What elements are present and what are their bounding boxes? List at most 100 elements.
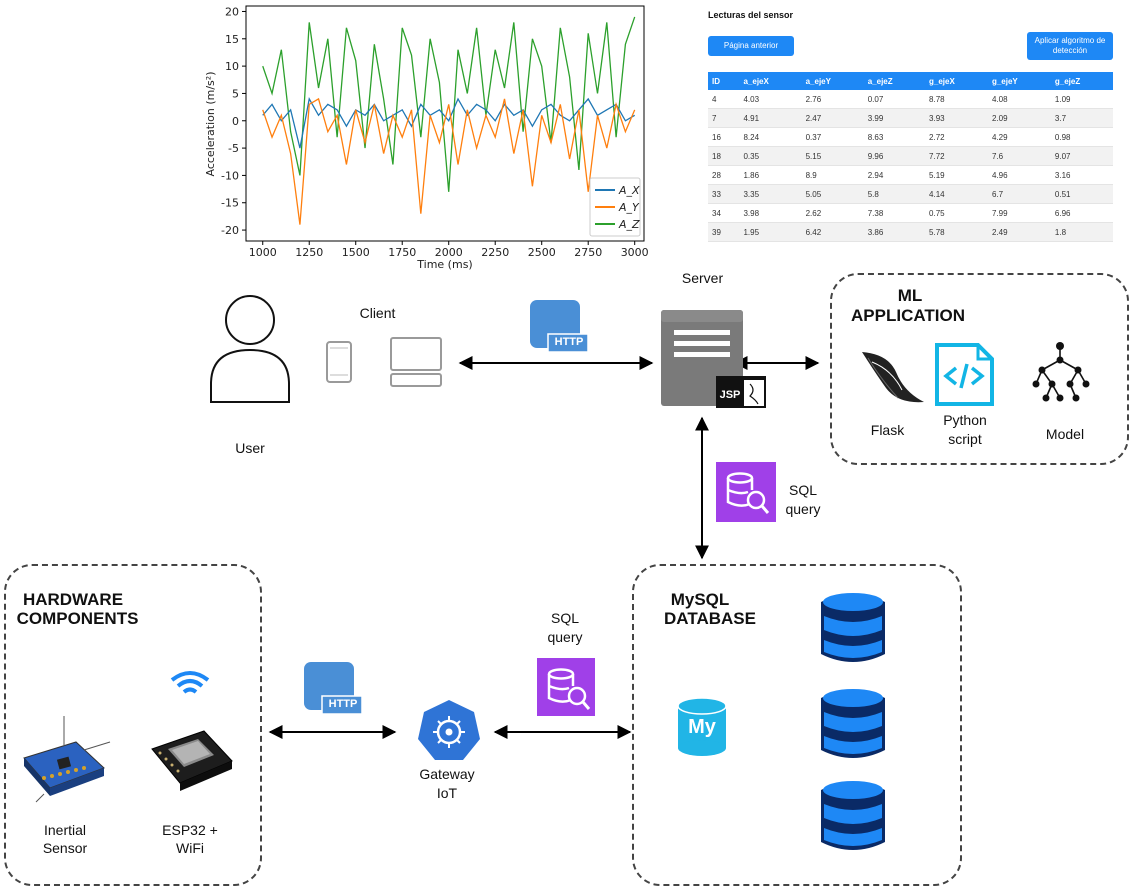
http-icon — [530, 300, 589, 353]
table-header-cell: ID — [708, 72, 740, 90]
table-cell: 6.7 — [987, 184, 1051, 204]
table-cell: 6.96 — [1050, 203, 1113, 223]
table-cell: 2.03 — [801, 241, 864, 244]
sql-query-icon-top — [716, 462, 776, 522]
sql-label-bottom-line2: query — [547, 629, 583, 645]
table-row: 400.462.032.435.89.965.92 — [708, 241, 1113, 244]
legend-label: A_Z — [618, 218, 640, 231]
table-header-cell: a_ejeY — [801, 72, 864, 90]
esp32-board-icon — [151, 730, 233, 791]
table-cell: 9.96 — [863, 146, 926, 166]
table-cell: 0.07 — [863, 90, 926, 109]
table-cell: 9.96 — [987, 241, 1051, 244]
table-cell: 16 — [708, 127, 740, 147]
table-cell: 3.99 — [863, 108, 926, 128]
table-cell: 5.8 — [863, 184, 926, 204]
apply-detection-button[interactable]: Aplicar algoritmo de detección — [1027, 32, 1113, 60]
y-tick-label: 20 — [225, 5, 239, 18]
table-cell: 2.47 — [801, 108, 864, 128]
table-cell: 0.98 — [1050, 127, 1113, 147]
table-cell: 3.86 — [863, 222, 926, 242]
y-tick-label: -15 — [221, 197, 239, 210]
table-cell: 0.37 — [801, 127, 864, 147]
table-cell: 5.8 — [925, 241, 988, 244]
table-cell: 5.15 — [801, 146, 864, 166]
user-label: User — [235, 440, 265, 456]
y-tick-label: 15 — [225, 33, 239, 46]
table-cell: 3.35 — [739, 184, 802, 204]
server-label: Server — [681, 270, 724, 286]
chart-legend: A_XA_YA_Z — [589, 177, 641, 237]
y-tick-label: -5 — [228, 142, 239, 155]
table-cell: 7 — [708, 108, 740, 128]
esp32-label-line1: ESP32 + — [162, 822, 218, 838]
model-label: Model — [1045, 426, 1085, 442]
table-cell: 4.03 — [739, 90, 802, 109]
client-label: Client — [359, 305, 396, 321]
legend-label: A_Y — [618, 201, 640, 214]
table-cell: 39 — [708, 222, 740, 242]
table-cell: 40 — [708, 241, 740, 244]
table-cell: 34 — [708, 203, 740, 223]
table-cell: 3.93 — [925, 108, 988, 128]
table-header-cell: a_ejeZ — [863, 72, 926, 90]
table-header-cell: a_ejeX — [739, 72, 802, 90]
ml-application-group — [830, 273, 1129, 465]
database-icon-2 — [821, 689, 885, 758]
y-axis-label: Acceleration (m/s²) — [204, 72, 217, 177]
gateway-label-line2: IoT — [436, 785, 458, 801]
series-line-a-x — [262, 97, 636, 149]
wifi-icon — [170, 671, 210, 694]
series-line-a-z — [262, 16, 636, 192]
table-cell: 0.46 — [739, 241, 802, 244]
inertial-sensor-icon — [23, 716, 111, 803]
y-tick-label: -20 — [221, 224, 239, 237]
x-axis-label: Time (ms) — [416, 258, 472, 271]
sensor-readings-panel: Lecturas del sensor Página anterior Apli… — [700, 4, 1118, 244]
database-icon-3 — [821, 781, 885, 850]
server-icon — [661, 310, 766, 408]
table-cell: 5.05 — [801, 184, 864, 204]
table-cell: 7.6 — [987, 146, 1051, 166]
table-cell: 7.99 — [987, 203, 1051, 223]
sql-label-top-line1: SQL — [788, 482, 817, 498]
previous-page-button[interactable]: Página anterior — [708, 36, 794, 56]
table-cell: 18 — [708, 146, 740, 166]
table-cell: 1.86 — [739, 165, 802, 185]
table-cell: 4.29 — [987, 127, 1051, 147]
python-script-icon — [935, 343, 994, 406]
table-cell: 2.43 — [863, 241, 926, 244]
table-cell: 8.63 — [863, 127, 926, 147]
table-cell: 2.49 — [987, 222, 1051, 242]
esp32-label-line2: WiFi — [176, 840, 204, 856]
mysql-database-group — [632, 564, 962, 886]
sensor-table-title: Lecturas del sensor — [708, 10, 794, 20]
mobile-phone-icon — [326, 341, 352, 383]
http-icon-bottom — [304, 662, 363, 715]
user-icon — [210, 295, 290, 403]
table-cell: 0.51 — [1050, 184, 1113, 204]
gateway-iot-icon — [418, 700, 480, 760]
table-cell: 28 — [708, 165, 740, 185]
inertial-label-line2: Sensor — [42, 840, 88, 856]
table-cell: 2.62 — [801, 203, 864, 223]
model-tree-icon — [1032, 342, 1090, 402]
hardware-title-line2: COMPONENTS — [16, 609, 139, 628]
inertial-label-line1: Inertial — [43, 822, 87, 838]
http-label-bottom: HTTP — [328, 698, 358, 710]
table-header-cell: g_ejeY — [987, 72, 1051, 90]
x-tick-label: 2250 — [481, 246, 509, 259]
table-cell: 2.72 — [925, 127, 988, 147]
flask-logo-icon — [862, 352, 924, 403]
table-cell: 0.75 — [925, 203, 988, 223]
y-tick-label: 5 — [232, 87, 239, 100]
table-cell: 3.98 — [739, 203, 802, 223]
